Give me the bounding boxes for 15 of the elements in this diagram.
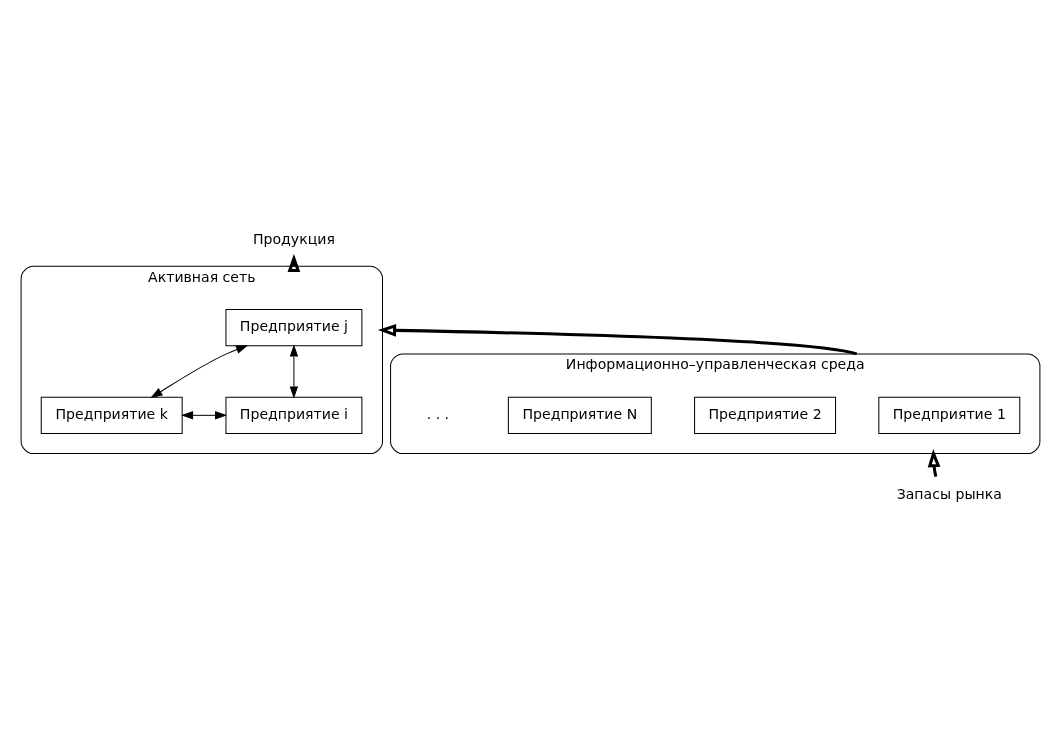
node-box: Предприятие 1 bbox=[878, 396, 1021, 434]
arrow bbox=[287, 253, 301, 273]
node-text: Запасы рынка bbox=[896, 485, 1002, 502]
node-box: Предприятие i bbox=[225, 396, 363, 434]
node-text: Продукция bbox=[252, 230, 335, 247]
label: . . . bbox=[426, 406, 450, 423]
node-box: Предприятие j bbox=[225, 309, 363, 347]
arrow bbox=[377, 324, 857, 356]
node-box: Предприятие 2 bbox=[694, 396, 837, 434]
node-box: Предприятие N bbox=[507, 396, 652, 434]
arrow bbox=[289, 344, 299, 399]
arrow bbox=[150, 345, 249, 398]
arrow bbox=[927, 449, 941, 477]
node-box: Предприятие k bbox=[40, 396, 183, 434]
arrow bbox=[181, 411, 228, 420]
